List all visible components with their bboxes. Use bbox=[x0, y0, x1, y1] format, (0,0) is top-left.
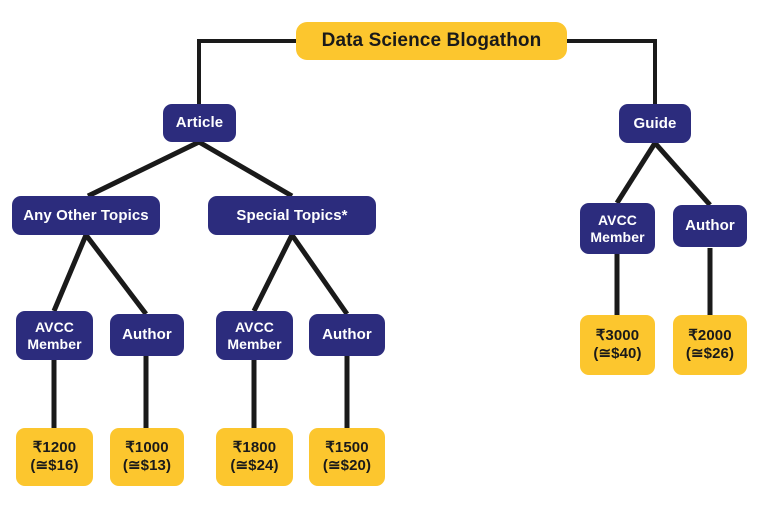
branch-node-guide-label: Guide bbox=[633, 114, 677, 132]
category-node-any-other-topics[interactable]: Any Other Topics bbox=[12, 196, 160, 235]
edge-article-to-special bbox=[197, 139, 294, 199]
edge-root-to-article bbox=[197, 39, 296, 104]
role-node-avcc-line1-2: AVCC bbox=[234, 318, 275, 335]
category-node-special-topics-label: Special Topics* bbox=[236, 206, 348, 224]
price-inr: ₹1200 bbox=[32, 439, 77, 457]
price-inr: ₹2000 bbox=[688, 327, 732, 345]
edge-any-other-to-avcc bbox=[51, 234, 89, 312]
role-node-special-avcc-member[interactable]: AVCC Member bbox=[216, 311, 293, 360]
edge-article-to-any-other bbox=[86, 139, 201, 199]
edge-root-to-guide bbox=[567, 39, 657, 104]
role-node-special-author[interactable]: Author bbox=[309, 314, 385, 356]
role-node-avcc-line1-3: AVCC bbox=[597, 211, 638, 228]
edge-any-other-to-author bbox=[84, 233, 148, 316]
price-usd: (≅$13) bbox=[122, 457, 172, 474]
price-inr: ₹1000 bbox=[125, 439, 169, 457]
role-node-guide-avcc-member[interactable]: AVCC Member bbox=[580, 203, 655, 254]
price-usd: (≅$24) bbox=[230, 457, 279, 474]
price-inr: ₹1500 bbox=[325, 439, 369, 457]
role-node-any-other-avcc-member[interactable]: AVCC Member bbox=[16, 311, 93, 360]
role-node-author-label-3: Author bbox=[685, 217, 735, 235]
edge-guide-to-author bbox=[653, 141, 712, 207]
root-node-blogathon[interactable]: Data Science Blogathon bbox=[296, 22, 567, 60]
price-node-any-other-avcc[interactable]: ₹1200 (≅$16) bbox=[16, 428, 93, 486]
price-usd: (≅$16) bbox=[30, 457, 79, 474]
price-node-guide-author[interactable]: ₹2000 (≅$26) bbox=[673, 315, 747, 375]
edge-special-to-avcc bbox=[251, 233, 295, 313]
branch-node-guide[interactable]: Guide bbox=[619, 104, 691, 143]
price-node-guide-avcc[interactable]: ₹3000 (≅$40) bbox=[580, 315, 655, 375]
role-node-guide-author[interactable]: Author bbox=[673, 205, 747, 247]
price-node-special-author[interactable]: ₹1500 (≅$20) bbox=[309, 428, 385, 486]
price-usd: (≅$20) bbox=[322, 457, 372, 474]
role-node-author-label-1: Author bbox=[122, 326, 172, 344]
category-node-special-topics[interactable]: Special Topics* bbox=[208, 196, 376, 235]
category-node-any-other-topics-label: Any Other Topics bbox=[23, 206, 149, 224]
price-inr: ₹3000 bbox=[595, 327, 640, 345]
role-node-avcc-line2-3: Member bbox=[590, 228, 645, 245]
price-usd: (≅$40) bbox=[593, 345, 642, 362]
price-inr: ₹1800 bbox=[232, 439, 277, 457]
branch-node-article-label: Article bbox=[175, 114, 224, 132]
role-node-any-other-author[interactable]: Author bbox=[110, 314, 184, 356]
edge-guide-to-avcc bbox=[614, 141, 658, 205]
role-node-avcc-line2: Member bbox=[27, 335, 82, 352]
role-node-author-label-2: Author bbox=[322, 326, 372, 344]
price-node-any-other-author[interactable]: ₹1000 (≅$13) bbox=[110, 428, 184, 486]
role-node-avcc-line2-2: Member bbox=[227, 335, 282, 352]
edge-special-to-author bbox=[289, 233, 350, 316]
price-node-special-avcc[interactable]: ₹1800 (≅$24) bbox=[216, 428, 293, 486]
price-usd: (≅$26) bbox=[685, 345, 735, 362]
root-node-label: Data Science Blogathon bbox=[321, 29, 542, 51]
role-node-avcc-line1: AVCC bbox=[34, 318, 75, 335]
branch-node-article[interactable]: Article bbox=[163, 104, 236, 142]
